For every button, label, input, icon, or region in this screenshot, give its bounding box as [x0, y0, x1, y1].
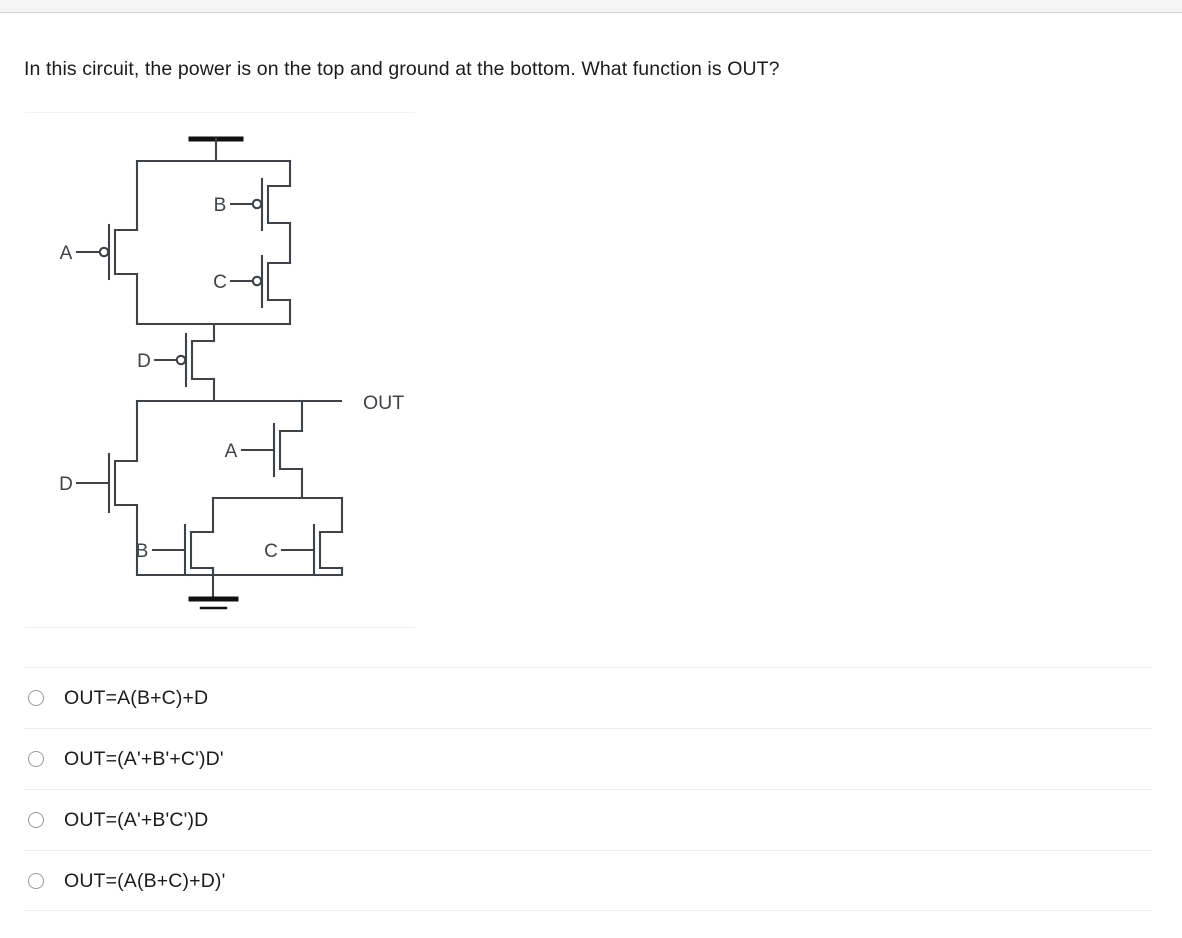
radio-button-option-4[interactable] [28, 872, 44, 889]
option-row-2[interactable]: OUT=(A'+B'+C')D' [24, 728, 1152, 789]
pmos-b-bubble [251, 198, 263, 210]
option-row-1[interactable]: OUT=A(B+C)+D [24, 667, 1152, 728]
option-label-3: OUT=(A'+B'C')D [64, 809, 209, 831]
nmos-b-channel [189, 530, 215, 570]
pmos-d-channel [190, 339, 216, 381]
answer-options-list: OUT=A(B+C)+D OUT=(A'+B'+C')D' OUT=(A'+B'… [24, 667, 1152, 911]
nmos-b-label: B [136, 541, 149, 562]
pmos-b-label: B [214, 195, 227, 216]
radio-button-option-2[interactable] [28, 751, 44, 767]
pmos-b-channel [266, 184, 292, 225]
question-prompt: In this circuit, the power is on the top… [24, 58, 780, 80]
option-label-4: OUT=(A(B+C)+D)' [64, 869, 226, 892]
browser-top-strip [0, 0, 1182, 13]
option-label-2: OUT=(A'+B'+C')D' [64, 748, 224, 770]
pmos-c-channel [266, 261, 292, 302]
nmos-d-label: D [59, 474, 73, 495]
radio-button-option-1[interactable] [28, 690, 44, 706]
cmos-transistor-schematic: A B C D D A B C OUT [59, 136, 404, 610]
pmos-a-bubble [98, 246, 110, 258]
pmos-c-bubble [251, 275, 263, 287]
option-label-1: OUT=A(B+C)+D [64, 687, 209, 709]
pmos-d-label: D [137, 351, 151, 372]
circuit-figure: A B C D D A B C OUT [25, 112, 415, 628]
nmos-d-channel [113, 459, 139, 507]
option-row-4[interactable]: OUT=(A(B+C)+D)' [24, 850, 1152, 911]
nmos-a-label: A [225, 441, 238, 462]
nmos-a-channel [278, 429, 304, 471]
pmos-c-label: C [213, 272, 227, 293]
radio-button-option-3[interactable] [28, 812, 44, 828]
nmos-c-channel [318, 530, 344, 570]
pmos-d-bubble [175, 354, 187, 366]
option-row-3[interactable]: OUT=(A'+B'C')D [24, 789, 1152, 850]
pmos-a-channel [113, 228, 139, 276]
nmos-c-label: C [264, 541, 278, 562]
pmos-a-label: A [60, 243, 73, 264]
out-label: OUT [363, 392, 404, 414]
